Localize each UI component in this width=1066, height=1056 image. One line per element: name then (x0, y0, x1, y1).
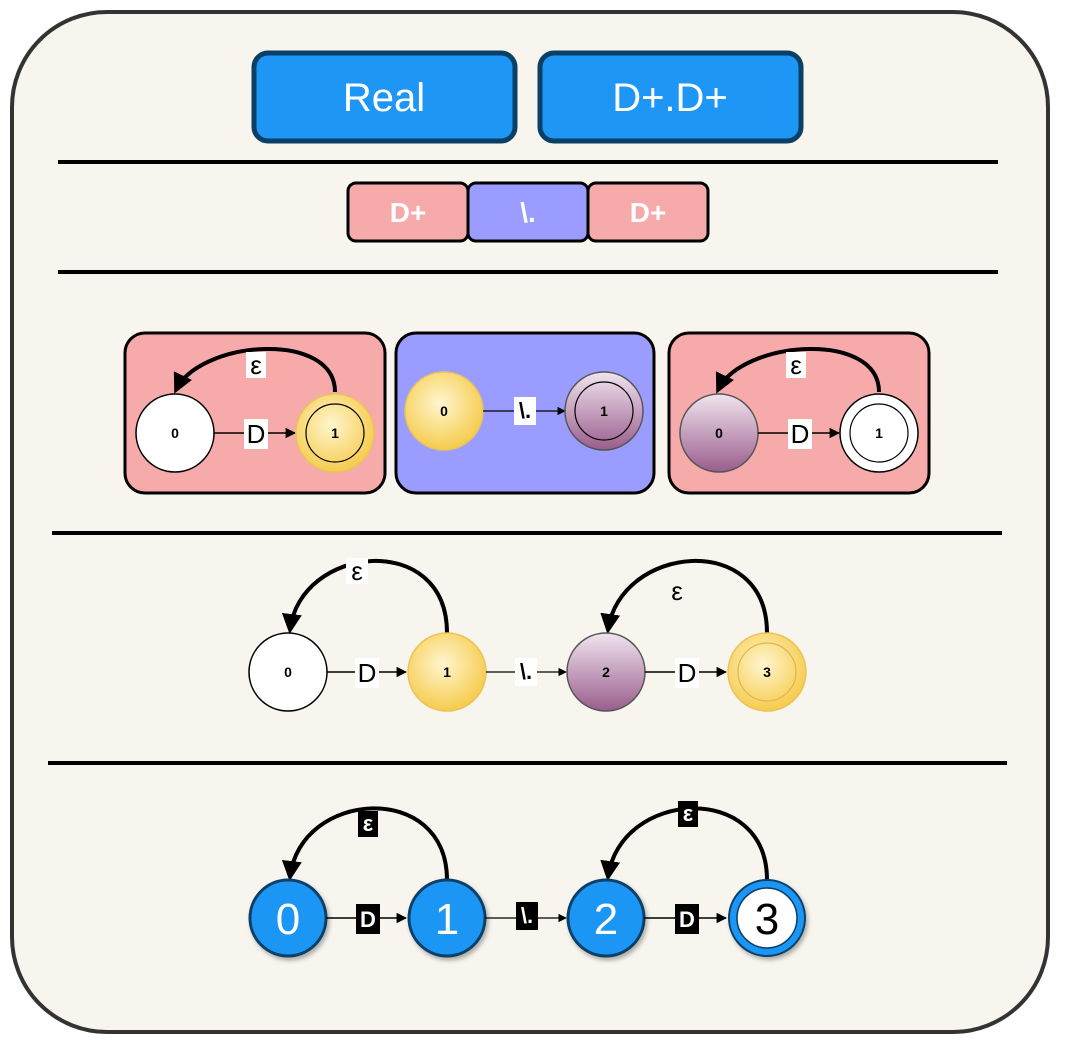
state-label: 3 (763, 664, 771, 680)
edge-label: D (360, 907, 376, 932)
state-label: 0 (276, 895, 300, 944)
loop-arrow (281, 558, 449, 634)
state-label: 0 (440, 403, 448, 419)
label-bg (678, 801, 698, 827)
label-bg (358, 811, 378, 837)
label-bg (355, 658, 379, 688)
nfa-block-right: ε 0 D 1 (667, 331, 931, 495)
label-bg (515, 658, 537, 686)
state-label: 0 (171, 425, 179, 441)
accept-state-outer (727, 632, 807, 712)
edge-label: D (678, 658, 697, 688)
loop-arrow (715, 347, 881, 394)
label-bg (244, 419, 268, 449)
label-bg (514, 397, 536, 425)
header-name-text: Real (343, 76, 425, 120)
state-label: 2 (594, 895, 618, 944)
accept-state-inner (574, 381, 634, 441)
loop-label: ε (250, 350, 262, 380)
loop-label: ε (671, 576, 683, 606)
label-bg (356, 904, 380, 934)
state-label: 2 (602, 664, 610, 680)
state-label: 0 (284, 664, 292, 680)
token-label: D+ (390, 197, 427, 228)
label-bg (246, 352, 266, 378)
accept-state-outer (295, 393, 375, 473)
state-label: 0 (715, 425, 723, 441)
accept-state-inner (849, 403, 909, 463)
state-label: 1 (600, 403, 608, 419)
accept-state-inner (736, 887, 798, 949)
nfa-block-middle: 0 \. 1 (394, 331, 656, 495)
token-label: D+ (630, 197, 667, 228)
nfa-block-left: ε 0 D 1 (123, 331, 387, 495)
label-bg (516, 902, 538, 930)
header-regex-text: D+.D+ (612, 76, 728, 120)
state-label: 1 (875, 425, 883, 441)
loop-arrow (281, 806, 449, 881)
state-label: 3 (755, 895, 779, 944)
loop-label: ε (790, 350, 802, 380)
label-bg (675, 658, 699, 688)
label-bg (675, 904, 699, 934)
final-nfa: ε ε 0 D 1 \. 2 D 3 (248, 801, 806, 958)
outer-panel (10, 10, 1050, 1034)
accept-state-outer (564, 371, 644, 451)
loop-label: ε (683, 801, 694, 826)
accept-state-outer (839, 393, 919, 473)
edge-label: \. (521, 903, 533, 928)
loop-label: ε (363, 811, 374, 836)
accept-state-inner (305, 403, 365, 463)
header-regex-box: D+.D+ (537, 50, 804, 144)
edge-label: \. (520, 659, 532, 684)
edge-label: D (358, 658, 377, 688)
token-escaped-dot: \. (466, 181, 590, 243)
loop-label: ε (351, 556, 363, 586)
state-label: 1 (331, 425, 339, 441)
token-d-plus-2: D+ (586, 181, 710, 243)
state-label: 1 (435, 895, 459, 944)
edge-label: D (679, 907, 695, 932)
edge-label: D (247, 419, 266, 449)
token-label: \. (520, 197, 536, 228)
token-d-plus-1: D+ (346, 181, 470, 243)
loop-arrow (600, 558, 769, 634)
header-name-box: Real (251, 50, 518, 144)
loop-arrow (173, 347, 337, 394)
label-bg (788, 419, 812, 449)
combined-nfa: ε ε 0 D 1 \. 2 D 3 (248, 556, 807, 712)
label-bg (346, 558, 368, 584)
accept-state-inner (737, 642, 797, 702)
state-label: 1 (443, 664, 451, 680)
edge-label: D (791, 419, 810, 449)
edge-label: \. (519, 398, 531, 423)
label-bg (786, 352, 806, 378)
